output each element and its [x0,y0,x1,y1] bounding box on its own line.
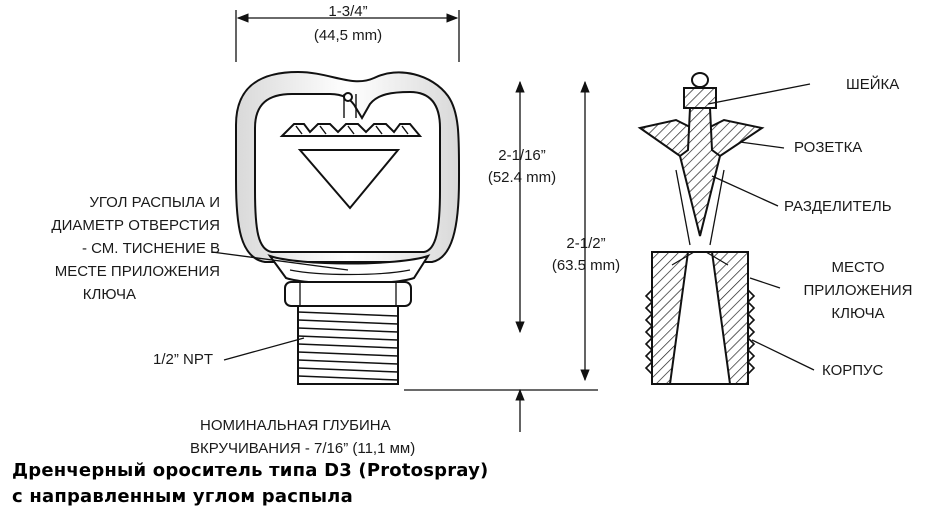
height-total-metric-label: (63.5 mm) [552,257,620,274]
front-thread-lines [297,311,399,381]
splitter-label: РАЗДЕЛИТЕЛЬ [784,198,892,215]
svg-text:КЛЮЧА: КЛЮЧА [83,286,136,303]
right-leaders [707,83,815,371]
svg-text:- СМ. ТИСНЕНИЕ В: - СМ. ТИСНЕНИЕ В [82,240,220,257]
left-spray-angle-label: УГОЛ РАСПЫЛА И ДИАМЕТР ОТВЕРСТИЯ - СМ. Т… [51,194,220,303]
width-dimension [235,10,460,62]
deflector-label: РОЗЕТКА [794,139,862,156]
body-label: КОРПУС [822,362,884,379]
front-top-hole [343,92,353,102]
neck-label: ШЕЙКА [846,75,899,93]
height-short-metric-label: (52.4 mm) [488,169,556,186]
caption-line-2: с направленным углом распыла [12,486,353,507]
depth-note-line2: ВКРУЧИВАНИЯ - 7/16” (11,1 мм) [190,440,415,457]
width-imperial-label: 1-3/4” [328,3,367,20]
wrench-boss-label-1: МЕСТО [832,259,885,276]
wrench-boss-label-2: ПРИЛОЖЕНИЯ [803,282,912,299]
height-total-imperial-label: 2-1/2” [566,235,605,252]
thread-leader [223,337,305,361]
depth-note-line1: НОМИНАЛЬНАЯ ГЛУБИНА [200,417,391,434]
front-view [235,70,461,385]
section-thread-teeth [644,289,756,375]
svg-text:ДИАМЕТР ОТВЕРСТИЯ: ДИАМЕТР ОТВЕРСТИЯ [51,217,220,234]
caption-line-1: Дренчерный ороситель типа D3 (Protospray… [12,460,489,481]
width-metric-label: (44,5 mm) [314,27,382,44]
section-neck-top [691,72,709,88]
section-splitter [678,107,722,237]
thread-label: 1/2” NPT [153,351,213,368]
section-view [637,72,765,385]
front-hex-body [284,281,412,307]
section-bore [668,251,732,385]
height-short-imperial-label: 2-1/16” [498,147,546,164]
wrench-boss-label-3: КЛЮЧА [831,305,884,322]
svg-text:УГОЛ РАСПЫЛА И: УГОЛ РАСПЫЛА И [89,194,220,211]
section-neck [683,87,717,109]
spray-angle-leader [211,251,349,271]
height-dimensions [404,80,598,432]
svg-text:МЕСТЕ ПРИЛОЖЕНИЯ: МЕСТЕ ПРИЛОЖЕНИЯ [55,263,220,280]
